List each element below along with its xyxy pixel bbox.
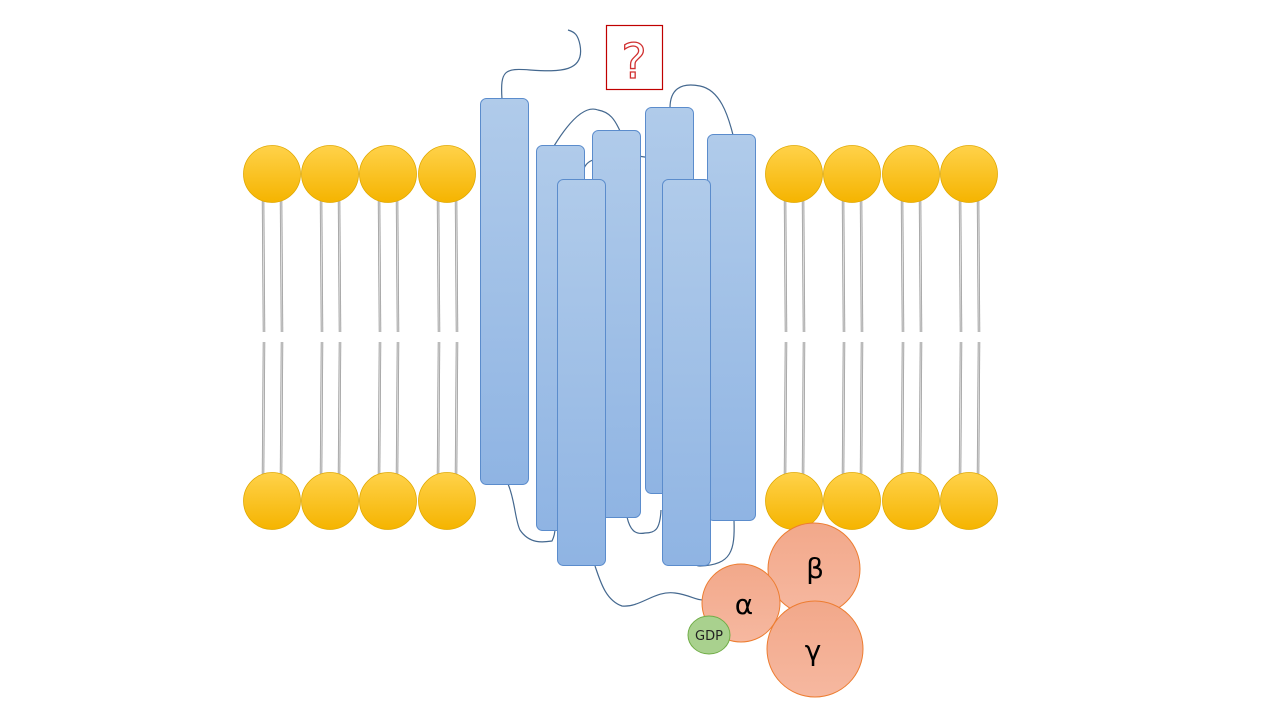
- lipid-head-outer: [301, 145, 359, 203]
- phospholipid: [418, 145, 476, 530]
- g-protein: α β γ GDP: [687, 522, 864, 698]
- question-mark: ?: [621, 34, 646, 90]
- lipid-head-inner: [418, 472, 476, 530]
- helix-tm7: [662, 179, 711, 566]
- phospholipid: [301, 145, 359, 530]
- gdp-label: GDP: [695, 629, 723, 644]
- lipid-head-inner: [882, 472, 940, 530]
- phospholipid: [823, 145, 881, 530]
- helix-tm6: [707, 134, 756, 521]
- lipid-head-outer: [882, 145, 940, 203]
- icl2: [626, 509, 662, 535]
- lipid-bilayer: [243, 145, 998, 530]
- g-gamma-subunit: [766, 600, 864, 698]
- gamma-label: γ: [805, 634, 822, 667]
- ecl3: [669, 84, 734, 136]
- question-box: ?: [605, 24, 664, 91]
- alpha-label: α: [735, 588, 753, 621]
- lipid-head-outer: [823, 145, 881, 203]
- helix-tm4: [557, 179, 606, 566]
- c-terminus: [594, 565, 704, 607]
- beta-label: β: [806, 552, 824, 585]
- lipid-head-inner: [823, 472, 881, 530]
- icl1: [507, 483, 556, 543]
- phospholipid: [243, 145, 301, 530]
- lipid-head-inner: [359, 472, 417, 530]
- phospholipid: [940, 145, 998, 530]
- transmembrane-helices: [480, 98, 756, 566]
- phospholipid: [882, 145, 940, 530]
- lipid-head-outer: [940, 145, 998, 203]
- phospholipid: [359, 145, 417, 530]
- lipid-head-outer: [418, 145, 476, 203]
- ecl1: [553, 108, 621, 147]
- lipid-head-inner: [765, 472, 823, 530]
- gdp-molecule: [687, 615, 731, 655]
- lipid-head-outer: [359, 145, 417, 203]
- lipid-head-inner: [940, 472, 998, 530]
- phospholipid: [765, 145, 823, 530]
- lipid-head-inner: [301, 472, 359, 530]
- lipid-head-inner: [243, 472, 301, 530]
- lipid-head-outer: [243, 145, 301, 203]
- n-terminus: [501, 29, 582, 100]
- helix-tm1: [480, 98, 529, 485]
- lipid-head-outer: [765, 145, 823, 203]
